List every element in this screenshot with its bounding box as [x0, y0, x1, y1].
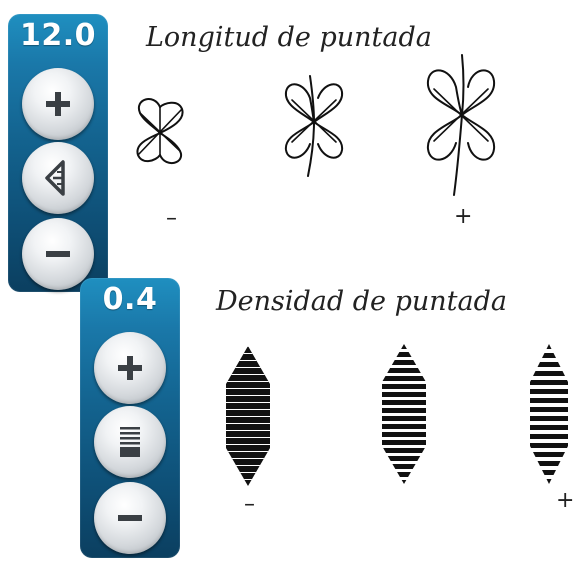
stitch-line — [382, 472, 426, 477]
stitch-line — [226, 472, 270, 473]
stitch-length-medium-illustration — [284, 75, 344, 177]
stitch-density-title: Densidad de puntada — [216, 286, 507, 317]
stitch-density-dense-illustration — [226, 346, 270, 486]
stitch-line — [382, 376, 426, 381]
stitch-length-minus-label: – — [166, 206, 177, 231]
stitch-line — [530, 479, 568, 484]
stitch-line — [530, 389, 568, 394]
dense-stitch-lines — [226, 346, 270, 486]
stitch-line — [530, 461, 568, 466]
stitch-length-button[interactable] — [22, 142, 94, 214]
stitch-line — [530, 470, 568, 475]
stitch-line — [226, 402, 270, 403]
stitch-length-decrease-button[interactable] — [22, 218, 94, 290]
stitch-density-increase-button[interactable] — [94, 332, 166, 404]
stitch-line — [382, 360, 426, 365]
stitch-length-title: Longitud de puntada — [146, 22, 432, 53]
stitch-line — [530, 443, 568, 448]
stitch-line — [382, 352, 426, 357]
stitch-line — [226, 444, 270, 445]
stitch-line — [226, 479, 270, 480]
stitch-density-medium-illustration — [382, 344, 426, 484]
stitch-line — [382, 432, 426, 437]
stitch-line — [530, 452, 568, 457]
plus-icon — [118, 356, 142, 380]
stitch-line — [382, 416, 426, 421]
stitch-density-button[interactable] — [94, 406, 166, 478]
stitch-line — [226, 423, 270, 424]
stitch-line — [226, 465, 270, 466]
stitch-length-value: 12.0 — [19, 18, 97, 53]
stitch-density-value: 0.4 — [102, 282, 158, 317]
stitch-density-sparse-illustration — [530, 344, 568, 484]
stitch-density-panel: 0.4 — [80, 278, 180, 558]
stitch-line — [382, 384, 426, 389]
stitch-length-long-illustration — [426, 54, 496, 196]
stitch-line — [530, 407, 568, 412]
stitch-line — [226, 353, 270, 354]
stitch-line — [226, 388, 270, 389]
stitch-line — [382, 480, 426, 484]
stitch-line — [226, 458, 270, 459]
stitch-line — [530, 425, 568, 430]
minus-icon — [118, 515, 142, 521]
stitch-line — [226, 374, 270, 375]
stitch-line — [382, 456, 426, 461]
stitch-length-panel: 12.0 — [8, 14, 108, 292]
stitch-line — [226, 381, 270, 382]
stitch-length-short-illustration — [136, 98, 184, 165]
stitch-length-icon — [45, 160, 65, 196]
stitch-line — [382, 368, 426, 373]
stitch-length-increase-button[interactable] — [22, 68, 94, 140]
sparse-stitch-lines — [530, 344, 568, 484]
stitch-line — [382, 448, 426, 453]
stitch-line — [382, 344, 426, 349]
stitch-density-icon — [120, 427, 140, 457]
stitch-line — [530, 416, 568, 421]
stitch-line — [530, 371, 568, 376]
stitch-line — [382, 392, 426, 397]
stitch-line — [226, 367, 270, 368]
stitch-line — [382, 464, 426, 469]
stitch-line — [226, 395, 270, 396]
stitch-line — [226, 437, 270, 438]
stitch-line — [530, 353, 568, 358]
stitch-line — [226, 416, 270, 417]
stitch-length-plus-label: + — [454, 204, 473, 229]
stitch-line — [530, 398, 568, 403]
stitch-density-decrease-button[interactable] — [94, 482, 166, 554]
stitch-line — [530, 344, 568, 349]
stitch-line — [226, 451, 270, 452]
stitch-line — [382, 424, 426, 429]
stitch-line — [226, 360, 270, 361]
stitch-line — [226, 409, 270, 410]
stitch-line — [530, 362, 568, 367]
stitch-density-minus-label: – — [244, 492, 255, 517]
stitch-line — [382, 400, 426, 405]
stitch-line — [226, 430, 270, 431]
stitch-line — [382, 440, 426, 445]
medium-stitch-lines — [382, 344, 426, 484]
stitch-density-plus-label: + — [556, 488, 575, 513]
stitch-line — [530, 434, 568, 439]
minus-icon — [46, 251, 70, 257]
plus-icon — [46, 92, 70, 116]
stitch-line — [382, 408, 426, 413]
stitch-line — [226, 346, 270, 347]
stitch-line — [530, 380, 568, 385]
